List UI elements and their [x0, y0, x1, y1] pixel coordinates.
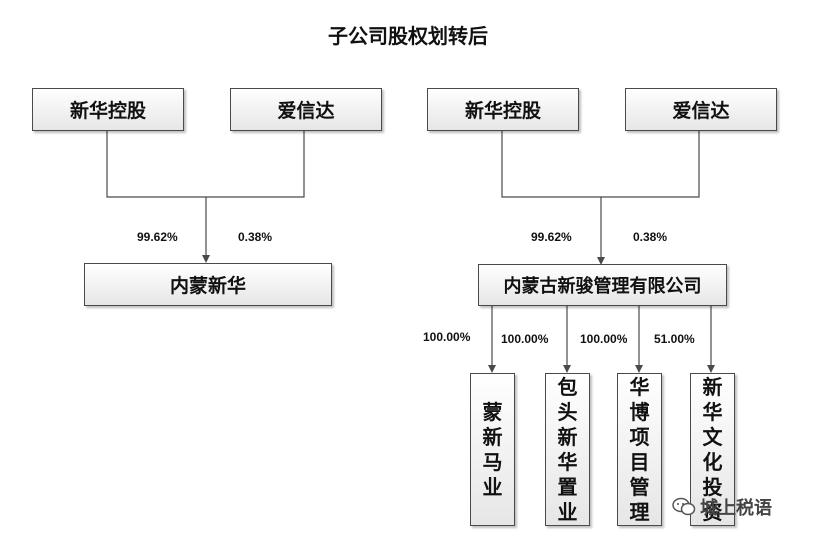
- right-parent-aixinda: 爱信达: [625, 88, 777, 131]
- sub-pct-2: 100.00%: [501, 332, 549, 346]
- sub-name-char: 蒙: [482, 399, 503, 424]
- sub-pct-3: 100.00%: [580, 332, 628, 346]
- left-pct-xinhua: 99.62%: [137, 230, 178, 244]
- sub-name-char: 投: [702, 474, 723, 499]
- sub-name-char: 文: [702, 424, 723, 449]
- sub-name-char: 华: [557, 449, 578, 474]
- sub-box-2: 包头新华置业: [545, 373, 590, 526]
- sub-pct-1: 100.00%: [423, 330, 471, 344]
- left-connector: [106, 131, 305, 198]
- sub-name-char: 理: [629, 499, 650, 524]
- sub-name-char: 置: [557, 474, 578, 499]
- left-pct-aixinda: 0.38%: [238, 230, 273, 244]
- right-pct-xinhua: 99.62%: [531, 230, 572, 244]
- sub-name-char: 新: [557, 424, 578, 449]
- right-pct-aixinda: 0.38%: [633, 230, 668, 244]
- sub-name-char: 华: [629, 374, 650, 399]
- left-parent-aixinda: 爱信达: [230, 88, 382, 131]
- sub-name-char: 头: [557, 399, 578, 424]
- sub-name-char: 新: [702, 374, 723, 399]
- sub-pct-4: 51.00%: [654, 332, 695, 346]
- sub-name-char: 包: [557, 374, 578, 399]
- sub-box-1: 蒙新马业: [470, 373, 515, 526]
- right-parent-xinhua-holding: 新华控股: [427, 88, 579, 131]
- sub-name-char: 目: [629, 449, 650, 474]
- sub-box-4: 新华文化投资: [690, 373, 735, 526]
- sub-name-char: 业: [557, 499, 578, 524]
- sub-name-char: 华: [702, 399, 723, 424]
- left-parent-xinhua-holding: 新华控股: [32, 88, 184, 131]
- sub-name-char: 新: [482, 424, 503, 449]
- left-child-neimeng-xinhua: 内蒙新华: [84, 263, 332, 306]
- sub-name-char: 业: [482, 474, 503, 499]
- sub-name-char: 马: [482, 449, 503, 474]
- wechat-icon: [672, 497, 696, 516]
- sub-name-char: 资: [702, 499, 723, 524]
- sub-name-char: 项: [629, 424, 650, 449]
- watermark-text: 城上税语: [700, 498, 772, 519]
- sub-name-char: 化: [702, 449, 723, 474]
- sub-name-char: 博: [629, 399, 650, 424]
- watermark: 城上税语: [672, 494, 772, 520]
- right-holding-company: 内蒙古新骏管理有限公司: [478, 264, 727, 306]
- right-connector: [501, 131, 700, 198]
- sub-name-char: 管: [629, 474, 650, 499]
- diagram-title: 子公司股权划转后: [328, 24, 488, 48]
- sub-box-3: 华博项目管理: [617, 373, 662, 526]
